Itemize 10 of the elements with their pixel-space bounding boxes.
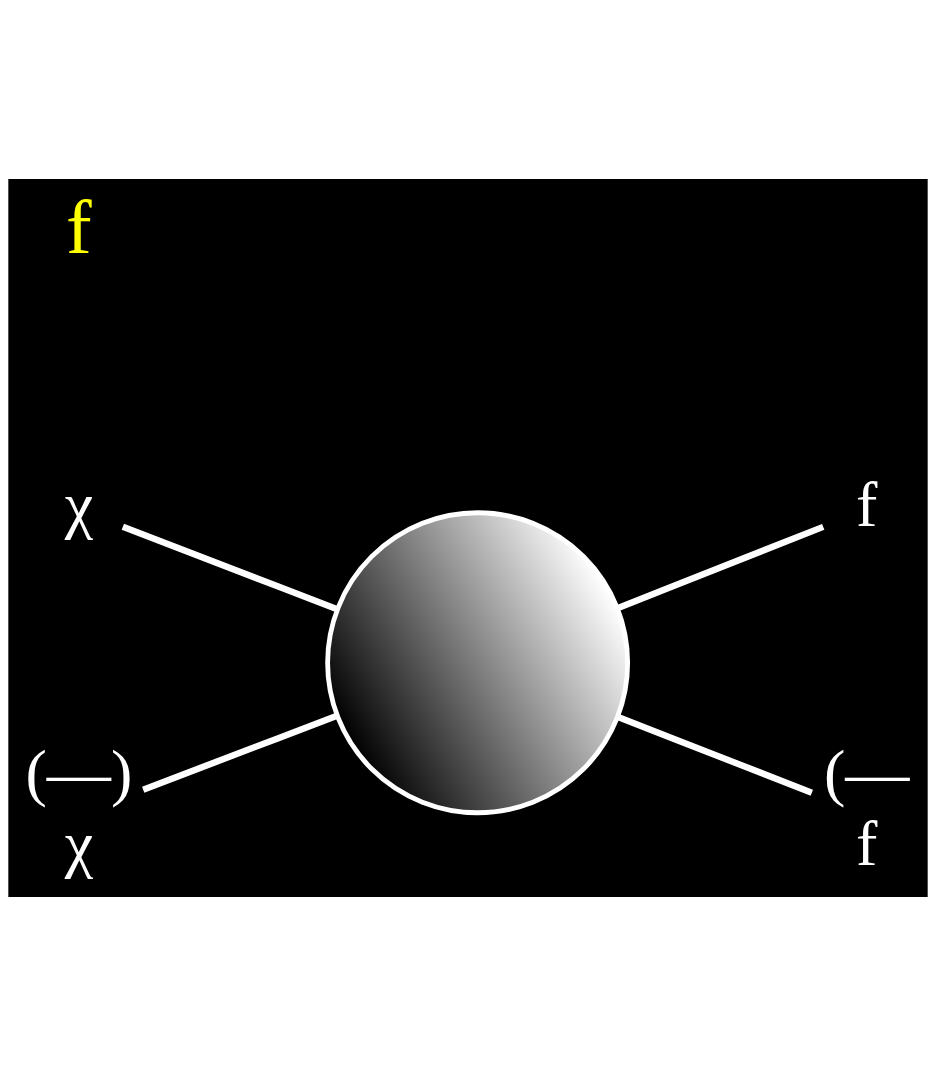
connector: [616, 713, 813, 796]
node-text: (— f: [823, 736, 910, 879]
node-circle: [325, 509, 631, 815]
node-text: (—) χ: [25, 736, 133, 879]
connector: [121, 523, 339, 612]
label: f: [66, 183, 92, 270]
connector: [616, 523, 825, 611]
connector: [142, 712, 339, 793]
node-text: χ: [64, 468, 94, 540]
node-text: f: [856, 468, 878, 540]
